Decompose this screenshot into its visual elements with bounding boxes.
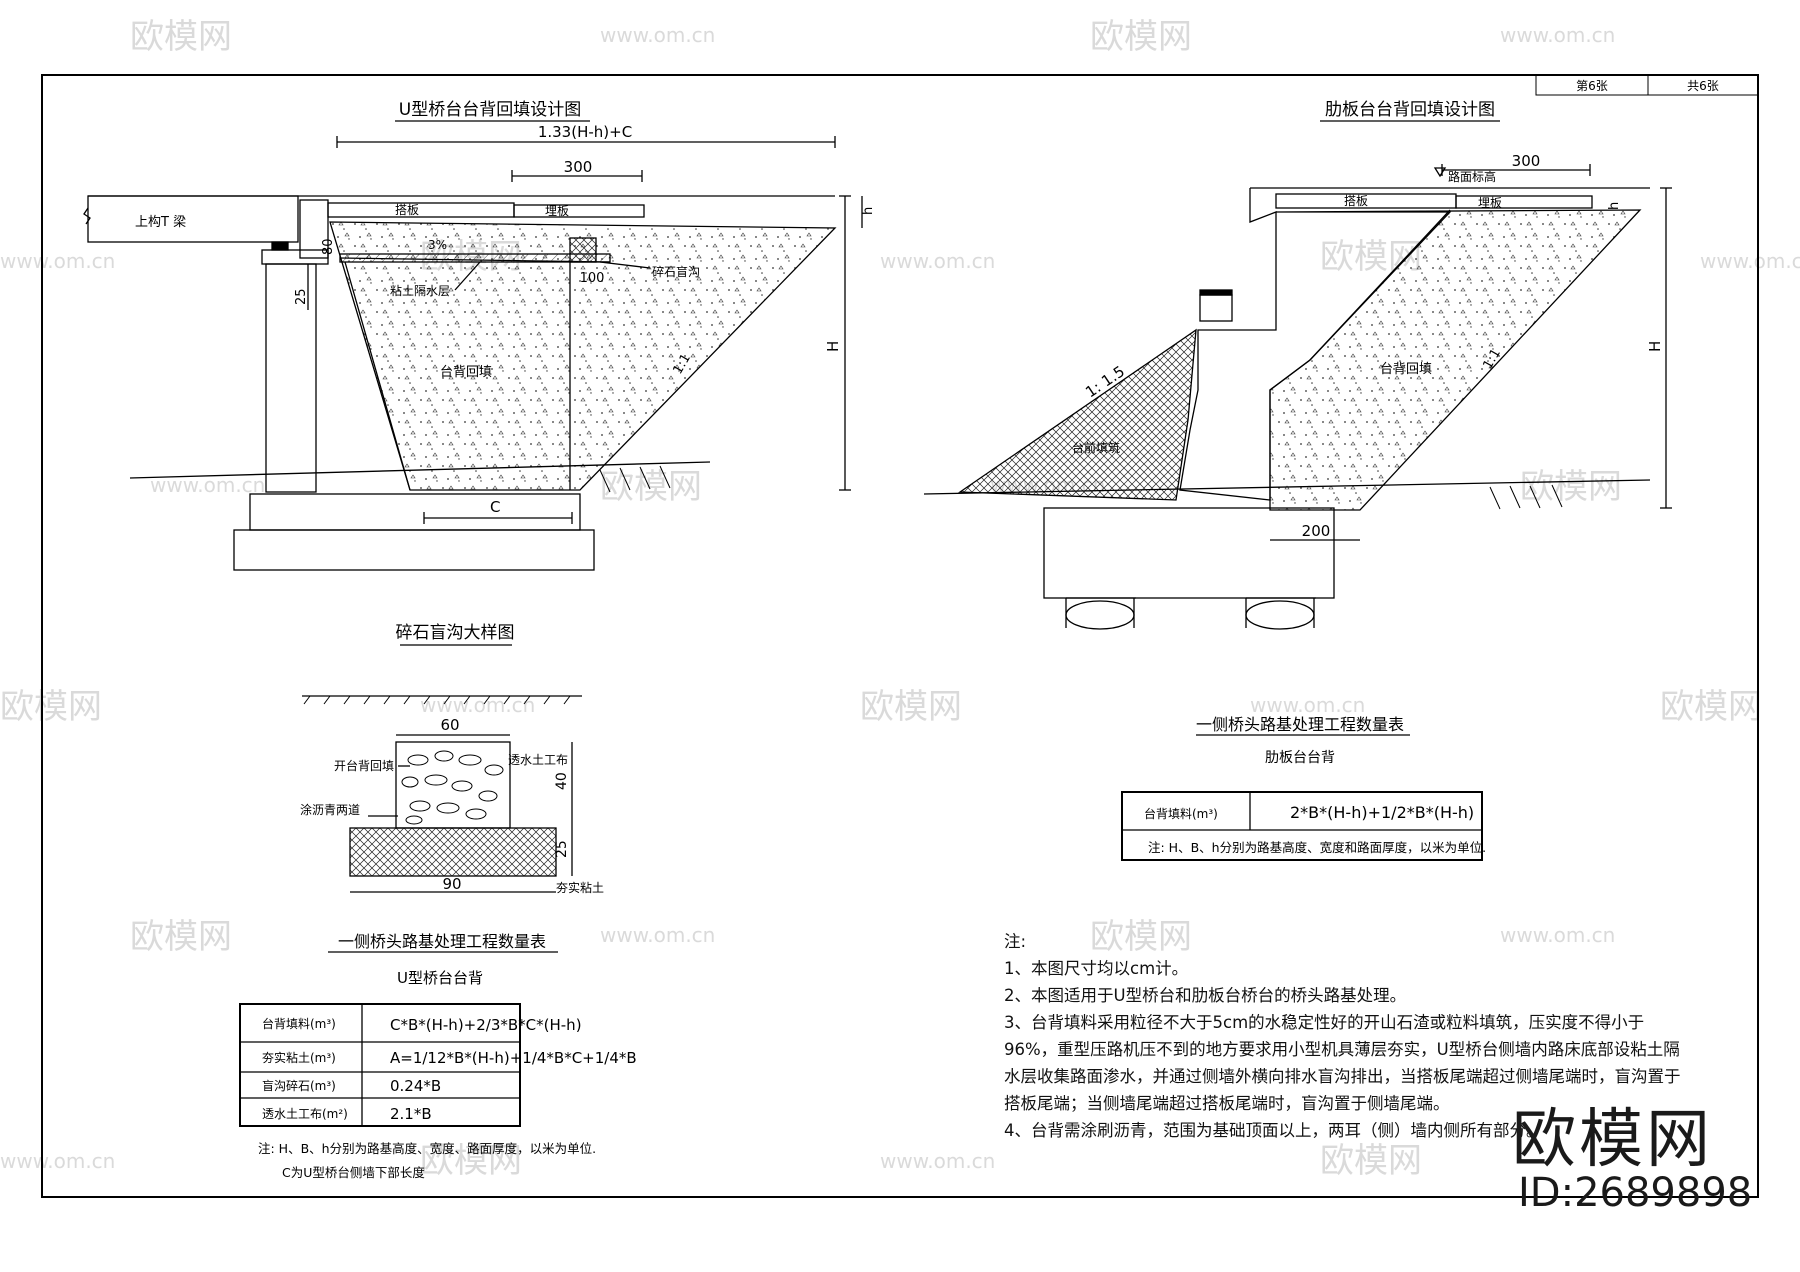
table-u-row-item: 盲沟碎石(m³) <box>262 1078 336 1093</box>
watermark-url: www.om.cn <box>1700 249 1800 273</box>
buried-slab-label-right: 埋板 <box>1478 196 1502 210</box>
watermark-url: www.om.cn <box>880 249 995 273</box>
watermark-url: www.om.cn <box>0 1149 115 1173</box>
watermark-url: www.om.cn <box>0 249 115 273</box>
u-abutment-title: U型桥台台背回填设计图 <box>399 100 581 120</box>
road-level-label: 路面标高 <box>1448 169 1496 184</box>
label-clay: 夯实粘土 <box>556 880 604 895</box>
table-u-row-item: 夯实粘土(m³) <box>262 1050 336 1065</box>
front-fill-label: 台前填筑 <box>1072 440 1120 455</box>
watermark-brand: 欧模网 <box>1320 1141 1422 1181</box>
beam-label: 上构T 梁 <box>135 215 186 230</box>
blind-drain-label: 碎石盲沟 <box>652 264 700 279</box>
watermark-url: www.om.cn <box>600 923 715 947</box>
dim-h-pave-right: h <box>1607 202 1622 210</box>
label-asphalt: 涂沥青两道 <box>300 802 360 817</box>
table-rib-title: 一侧桥头路基处理工程数量表 <box>1196 715 1404 734</box>
table-rib-note: 注: H、B、h分别为路基高度、宽度和路面厚度，以米为单位. <box>1148 840 1486 855</box>
watermark-brand: 欧模网 <box>860 687 962 727</box>
dim-25-detail: 25 <box>554 840 570 858</box>
dim-100: 100 <box>580 271 605 286</box>
label-open-backfill: 开台背回填 <box>334 758 394 773</box>
table-rib-subtitle: 肋板台台背 <box>1265 750 1335 766</box>
table-u-abutment: 一侧桥头路基处理工程数量表 U型桥台台背 台背填料(m³) C*B*(H-h)+… <box>239 932 637 1180</box>
watermark-url: www.om.cn <box>1500 923 1615 947</box>
table-u-row-formula: 2.1*B <box>390 1105 432 1123</box>
clay-layer-label: 粘土隔水层 <box>390 283 450 298</box>
table-u-note: 注: H、B、h分别为路基高度、宽度、路面厚度，以米为单位. <box>258 1141 596 1156</box>
watermark-url: www.om.cn <box>880 1149 995 1173</box>
dim-80: 80 <box>321 238 336 255</box>
note-item: 1、本图尺寸均以cm计。 <box>1004 959 1189 978</box>
watermark-brand: 欧模网 <box>1660 687 1762 727</box>
note-item: 3、台背填料采用粒径不大于5cm的水稳定性好的开山石渣或粒料填筑，压实度不得小于… <box>1004 1013 1681 1113</box>
table-rib-formula: 2*B*(H-h)+1/2*B*(H-h) <box>1290 803 1474 822</box>
rib-abutment-title: 肋板台台背回填设计图 <box>1325 100 1495 120</box>
dim-c: C <box>490 498 500 516</box>
watermark-brand: 欧模网 <box>1090 17 1192 57</box>
table-rib-abutment: 一侧桥头路基处理工程数量表 肋板台台背 台背填料(m³) 2*B*(H-h)+1… <box>1121 715 1486 861</box>
watermark-url: www.om.cn <box>1250 693 1365 717</box>
watermark-brand: 欧模网 <box>420 1141 522 1181</box>
dim-300: 300 <box>564 158 593 176</box>
dim-h-total: H <box>824 341 842 352</box>
note-item: 2、本图适用于U型桥台和肋板台桥台的桥头路基处理。 <box>1004 986 1407 1005</box>
table-u-row-item: 台背填料(m³) <box>262 1016 336 1031</box>
dim-25: 25 <box>294 288 309 305</box>
drain-detail-title: 碎石盲沟大样图 <box>396 623 515 643</box>
watermark-brand: 欧模网 <box>130 917 232 957</box>
brand-logo-text: 欧模网 <box>1512 1103 1713 1177</box>
dim-top: 1.33(H-h)+C <box>538 123 632 141</box>
buried-slab-label: 埋板 <box>545 204 569 218</box>
backfill-label: 台背回填 <box>440 365 492 380</box>
watermark-url: www.om.cn <box>420 693 535 717</box>
model-id: ID:2689898 <box>1518 1170 1753 1216</box>
watermark-brand: 欧模网 <box>130 17 232 57</box>
table-u-row-item: 透水土工布(m²) <box>262 1107 348 1121</box>
watermark-brand: 欧模网 <box>1090 917 1192 957</box>
slab-label: 搭板 <box>395 203 419 217</box>
table-rib-item: 台背填料(m³) <box>1144 806 1218 821</box>
notes-head: 注: <box>1004 932 1027 951</box>
note-item: 4、台背需涂刷沥青，范围为基础顶面以上，两耳（侧）墙内侧所有部分。 <box>1004 1121 1543 1140</box>
dim-h-total-right: H <box>1646 341 1664 352</box>
u-abutment-drawing: U型桥台台背回填设计图 1.33(H-h)+C 300 上构T 梁 搭板 埋板 … <box>83 100 876 571</box>
table-u-row-formula: C*B*(H-h)+2/3*B*C*(H-h) <box>390 1016 582 1034</box>
blind-drain-detail: 碎石盲沟大样图 60 40 25 90 开台背回填 透水土工布 涂沥青两道 夯实… <box>300 623 604 895</box>
backfill-label-right: 台背回填 <box>1380 362 1432 377</box>
sheet-total: 共6张 <box>1687 79 1719 93</box>
watermark-url: www.om.cn <box>1500 23 1615 47</box>
dim-60: 60 <box>440 716 459 734</box>
table-u-title: 一侧桥头路基处理工程数量表 <box>338 932 546 951</box>
dim-300-right: 300 <box>1512 152 1541 170</box>
table-u-row-formula: A=1/12*B*(H-h)+1/4*B*C+1/4*B <box>390 1049 637 1067</box>
rib-abutment-drawing: 肋板台台背回填设计图 300 路面标高 搭板 埋板 台背回填 1:1 台前填筑 … <box>923 100 1672 630</box>
table-u-subtitle: U型桥台台背 <box>397 969 483 987</box>
table-u-row-formula: 0.24*B <box>390 1077 441 1095</box>
general-notes: 注: 1、本图尺寸均以cm计。 2、本图适用于U型桥台和肋板台桥台的桥头路基处理… <box>1004 928 1684 1144</box>
watermark-brand: 欧模网 <box>0 687 102 727</box>
sheet-frame: 第6张 共6张 <box>41 74 1759 1198</box>
watermark-url: www.om.cn <box>600 23 715 47</box>
sheet-number: 第6张 <box>1576 79 1608 93</box>
label-geotextile: 透水土工布 <box>508 753 568 767</box>
slab-label-right: 搭板 <box>1344 194 1368 208</box>
slope-label: 3% <box>428 238 447 252</box>
watermark-brand: 欧模网 <box>1520 467 1622 507</box>
dim-90: 90 <box>442 875 461 893</box>
dim-40: 40 <box>554 772 570 790</box>
table-u-note: C为U型桥台侧墙下部长度 <box>282 1165 425 1180</box>
dim-200: 200 <box>1302 522 1331 540</box>
watermark-brand: 欧模网 <box>600 467 702 507</box>
dim-h-pave: h <box>861 207 876 215</box>
